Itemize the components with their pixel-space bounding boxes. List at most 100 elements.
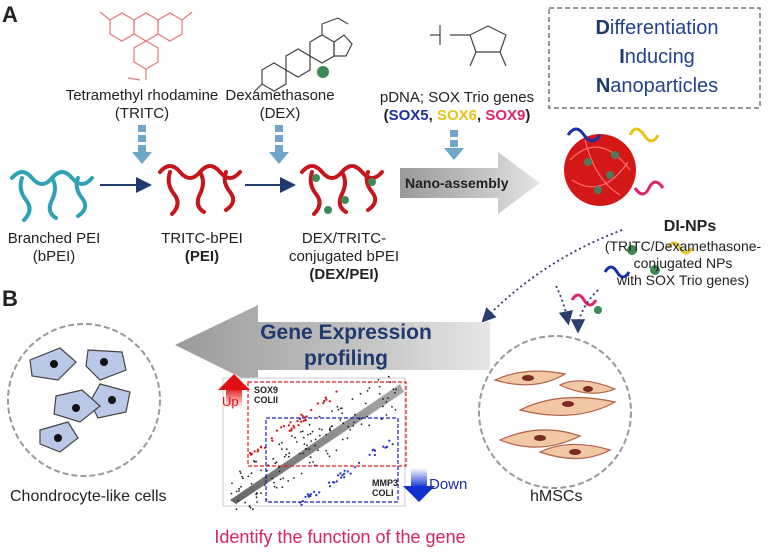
scatter-point xyxy=(278,470,281,473)
scatter-point xyxy=(382,398,384,400)
panel-label-b: B xyxy=(2,286,18,311)
bpei-line2: (bPEI) xyxy=(32,248,76,265)
scatter-point xyxy=(300,431,302,433)
scatter-point xyxy=(255,496,258,499)
scatter-point xyxy=(309,456,312,459)
pdna-structure xyxy=(430,25,507,67)
hmsc-nuclei xyxy=(522,375,593,455)
scatter-point xyxy=(289,421,292,424)
up-label: Up xyxy=(222,394,239,409)
scatter-point xyxy=(343,472,346,475)
scatter-point xyxy=(318,491,321,494)
scatter-point xyxy=(341,474,344,477)
sox-sep-2: , xyxy=(477,107,486,124)
scatter-dots-red xyxy=(248,390,338,456)
scatter-point xyxy=(242,477,244,480)
scatter-point xyxy=(359,392,362,395)
scatter-point xyxy=(308,461,311,464)
scatter-point xyxy=(346,437,349,440)
scatter-point xyxy=(343,469,346,472)
tritc-structure xyxy=(99,11,193,81)
scatter-dots-blue xyxy=(298,439,394,506)
scatter-point xyxy=(316,402,319,405)
scatter-point xyxy=(256,450,259,453)
pdna-name: pDNA; SOX Trio genes xyxy=(379,89,535,106)
scatter-point xyxy=(291,435,293,437)
gene-expression-arrow xyxy=(175,305,490,386)
down-gene-1: MMP3 xyxy=(372,478,399,488)
scatter-point xyxy=(293,477,295,479)
scatter-point xyxy=(305,415,308,418)
scatter-point xyxy=(290,429,293,432)
scatter-point xyxy=(324,396,327,399)
scatter-point xyxy=(354,413,356,416)
scatter-point xyxy=(323,399,326,403)
scatter-point xyxy=(235,508,238,511)
scatter-point xyxy=(311,430,314,433)
up-region xyxy=(247,381,407,467)
scatter-point xyxy=(307,495,310,498)
dex-pei-line3: (DEX/PEI) xyxy=(309,266,379,283)
scatter-point xyxy=(241,475,244,478)
scatter-point xyxy=(307,433,309,436)
sox-open: ( xyxy=(383,107,389,124)
scatter-point xyxy=(296,420,299,423)
released-components xyxy=(570,241,694,314)
scatter-point xyxy=(297,424,300,427)
scatter-point xyxy=(340,476,343,479)
scatter-point xyxy=(310,408,313,412)
scatter-point xyxy=(318,434,321,437)
nanoparticle xyxy=(564,127,665,206)
scatter-point xyxy=(235,490,238,493)
scatter-point xyxy=(335,449,338,452)
scatter-point xyxy=(306,444,308,447)
dinps-title: DI-NPs xyxy=(663,218,717,235)
sox5-label: SOX5 xyxy=(388,107,429,124)
scatter-point xyxy=(308,423,311,426)
scatter-point xyxy=(326,452,329,455)
tritc-label: Tetramethyl rhodamine (TRITC) xyxy=(62,87,222,123)
scatter-point xyxy=(387,397,389,399)
scatter-point xyxy=(322,401,325,405)
scatter-point xyxy=(253,450,256,453)
dinps-description: (TRITC/Dexamethasone- conjugated NPs wit… xyxy=(588,238,778,289)
scatter-point xyxy=(250,453,253,456)
scatter-point xyxy=(260,469,262,472)
title-cap-i: I xyxy=(619,46,625,68)
dex-pei-line2: conjugated bPEI xyxy=(288,248,400,265)
up-genes: SOX9 COLII xyxy=(254,385,278,405)
scatter-point xyxy=(298,452,301,455)
panel-label-a: A xyxy=(2,2,18,27)
dex-label: Dexamethasone (DEX) xyxy=(225,87,335,123)
scatter-point xyxy=(382,405,384,408)
scatter-point xyxy=(271,439,274,442)
scatter-point xyxy=(294,436,296,439)
scatter-point xyxy=(238,490,240,492)
sox-genes: (SOX5, SOX6, SOX9) xyxy=(372,107,542,125)
scatter-point xyxy=(248,452,252,455)
scatter-point xyxy=(392,388,395,391)
nano-assembly-arrow xyxy=(400,152,540,214)
up-gene-2: COLII xyxy=(254,395,278,405)
dex-pei-line1: DEX/TRITC- xyxy=(301,230,387,247)
dex-pei-label: DEX/TRITC- conjugated bPEI (DEX/PEI) xyxy=(284,230,404,284)
scatter-point xyxy=(248,505,251,508)
scatter-dots-black xyxy=(230,375,397,511)
scatter-point xyxy=(318,428,321,430)
scatter-point xyxy=(341,438,344,441)
scatter-point xyxy=(275,461,278,463)
scatter-point xyxy=(239,472,242,474)
scatter-point xyxy=(283,455,286,458)
title-rest-2: nducing xyxy=(624,46,695,68)
scatter-point xyxy=(391,406,393,408)
scatter-point xyxy=(312,461,314,463)
scatter-point xyxy=(337,408,340,411)
scatter-point xyxy=(378,385,381,388)
scatter-point xyxy=(244,501,247,504)
scatter-point xyxy=(335,480,338,483)
scatter-point xyxy=(274,462,277,465)
chondrocyte-nuclei xyxy=(50,358,116,442)
scatter-point xyxy=(282,477,285,480)
tritc-bpei-line2: (PEI) xyxy=(184,248,220,265)
